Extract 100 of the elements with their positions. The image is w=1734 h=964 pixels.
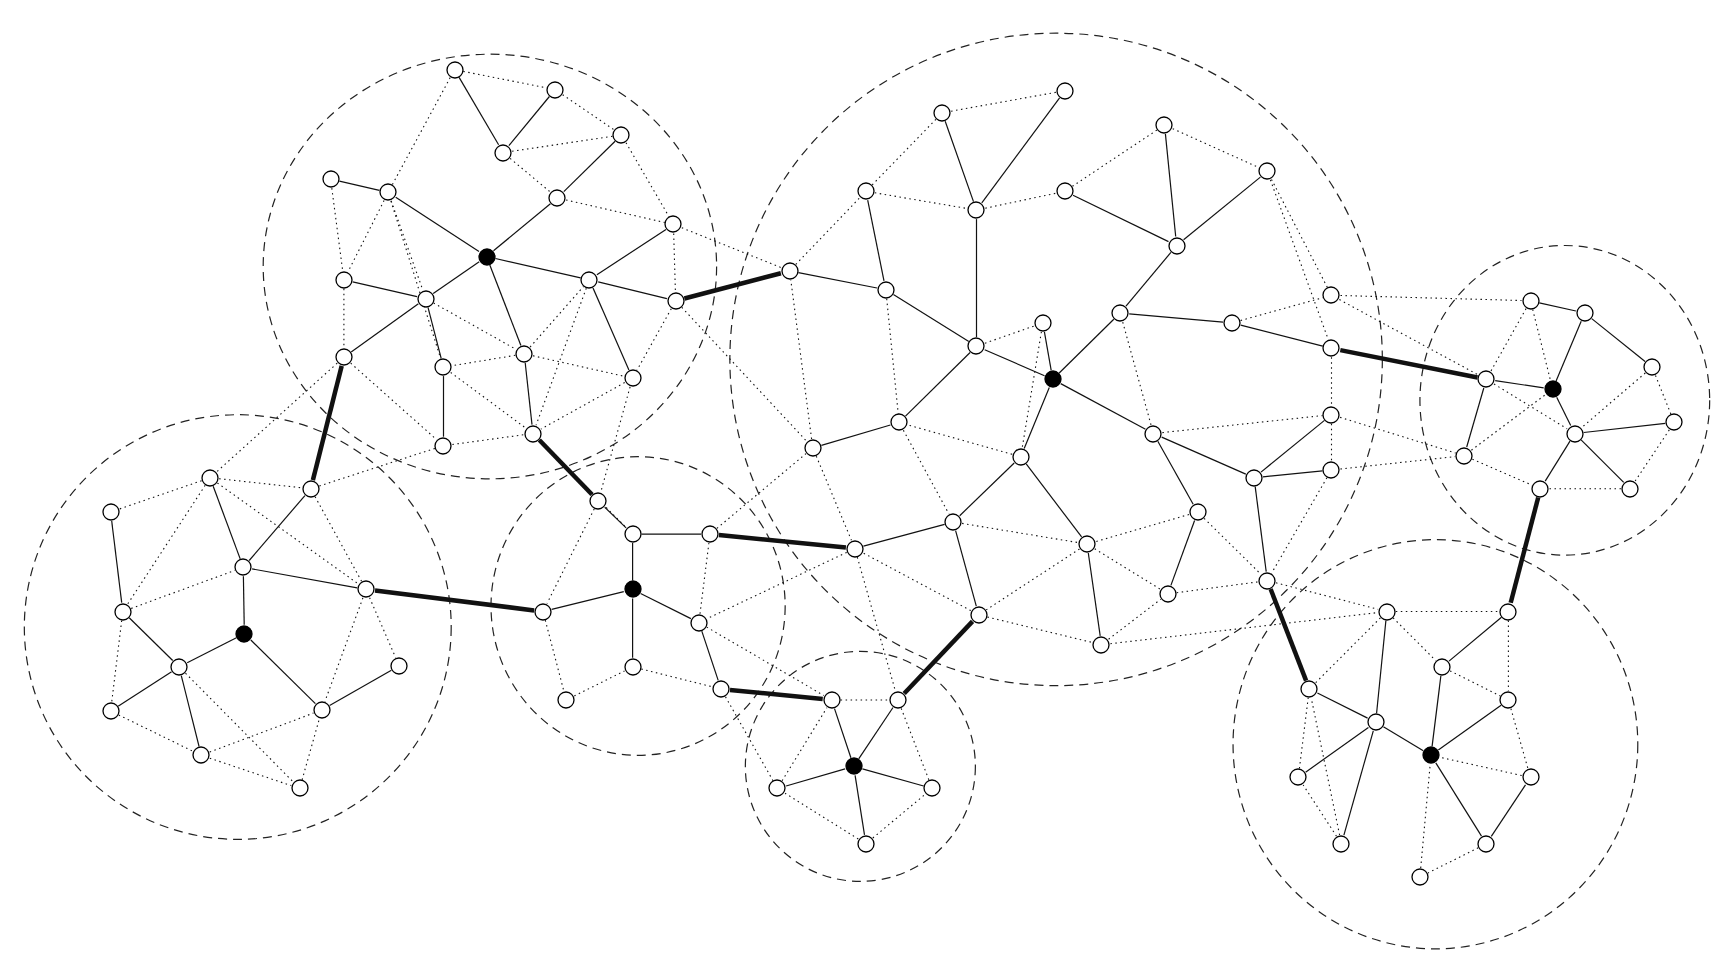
connector-line	[858, 706, 894, 760]
connector-line	[1435, 762, 1483, 837]
connector-line	[492, 203, 551, 252]
connector-line	[1262, 470, 1324, 478]
node-circle	[821, 690, 842, 710]
connector-line	[632, 597, 634, 659]
connector-line	[1490, 784, 1527, 837]
dotted-line	[1330, 356, 1333, 407]
node-circle	[802, 437, 823, 458]
node-circle	[855, 833, 876, 854]
connector-line	[1466, 387, 1485, 448]
node-circle	[1054, 181, 1075, 202]
filled-node-circle	[1542, 379, 1563, 400]
connector-line	[352, 281, 418, 298]
connector-line	[1254, 486, 1267, 573]
connector-line	[592, 287, 630, 371]
dotted-line	[1654, 374, 1672, 415]
connector-line	[242, 575, 245, 626]
dotted-line	[511, 135, 614, 152]
connector-line	[797, 272, 878, 289]
dotted-line	[509, 157, 552, 193]
connector-line	[861, 768, 925, 787]
dotted-line	[862, 552, 972, 612]
connector-line	[981, 97, 1061, 204]
node-circle	[579, 269, 600, 290]
node-circle	[556, 690, 577, 710]
connector-line	[489, 264, 522, 347]
node-circle	[1010, 446, 1031, 467]
dotted-line	[538, 439, 627, 529]
node-circle	[1157, 583, 1178, 604]
dotted-line	[546, 508, 595, 605]
connector-line	[984, 349, 1046, 377]
node-circle	[1642, 357, 1663, 378]
node-circle	[1574, 302, 1595, 323]
dotted-line	[1315, 617, 1381, 684]
connector-line	[1072, 194, 1170, 243]
dotted-line	[699, 542, 710, 615]
dotted-line	[209, 712, 314, 753]
node-circle	[1432, 656, 1453, 677]
node-circle	[889, 412, 910, 433]
dotted-line	[451, 434, 525, 446]
connector-line	[1580, 439, 1625, 483]
connector-line	[640, 592, 692, 620]
connector-line	[1555, 320, 1582, 382]
node-circle	[1321, 404, 1342, 425]
connector-line	[1060, 383, 1147, 430]
connector-line	[1494, 380, 1545, 389]
dotted-line	[391, 77, 451, 186]
connector-line	[1538, 302, 1577, 312]
dotted-line	[1439, 756, 1523, 777]
dotted-line	[565, 199, 666, 224]
node-circle	[433, 357, 454, 378]
dotted-line	[1339, 416, 1457, 454]
node-circle	[611, 124, 632, 145]
connector-line	[551, 591, 625, 610]
node-circle	[1187, 502, 1208, 522]
connector-line	[955, 530, 977, 607]
connector-line	[1240, 324, 1324, 347]
connector-line	[432, 261, 480, 295]
connector-line	[1316, 692, 1369, 719]
dotted-line	[950, 91, 1057, 112]
dotted-line	[985, 548, 1081, 611]
node-circle	[1365, 712, 1386, 733]
dotted-line	[625, 142, 670, 218]
connector-line	[862, 523, 946, 547]
node-circle	[493, 142, 514, 163]
node-circle	[1321, 285, 1342, 306]
node-circle	[545, 79, 566, 100]
node-circle	[922, 778, 943, 799]
connector-line	[1043, 331, 1052, 371]
dotted-line	[369, 597, 397, 659]
node-circle	[311, 699, 332, 720]
dotted-line	[840, 699, 890, 701]
node-circle	[433, 435, 454, 456]
node-circle	[100, 502, 121, 522]
node-circle	[966, 200, 987, 221]
node-circle	[767, 778, 788, 799]
connector-line	[1305, 726, 1369, 773]
dotted-line	[872, 793, 926, 839]
dotted-line	[1548, 488, 1622, 490]
node-circle	[887, 690, 908, 710]
connector-line	[524, 362, 533, 426]
connector-line	[1087, 552, 1101, 637]
dotted-line	[1298, 697, 1309, 770]
dotted-line	[540, 382, 626, 430]
dotted-line	[1302, 784, 1338, 837]
dotted-line	[986, 616, 1094, 644]
node-circle	[1476, 833, 1497, 854]
dotted-line	[1071, 129, 1158, 187]
node-circle	[875, 279, 896, 300]
node-circle	[1530, 478, 1551, 499]
node-circle	[523, 423, 543, 444]
dotted-line	[130, 569, 236, 609]
node-circle	[233, 557, 254, 578]
connector-line	[1448, 616, 1503, 662]
connector-line	[180, 675, 200, 748]
dotted-line	[544, 619, 565, 692]
connector-line	[1343, 730, 1374, 836]
dotted-line	[118, 714, 194, 752]
dotted-line	[216, 362, 338, 473]
